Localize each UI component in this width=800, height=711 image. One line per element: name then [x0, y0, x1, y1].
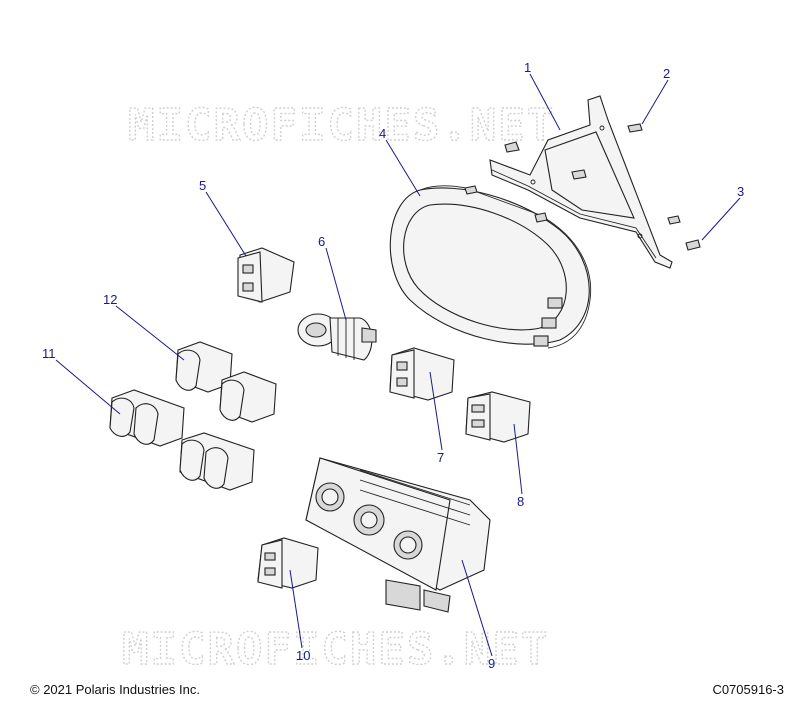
callout-5: 5 [199, 178, 206, 193]
part-10-switch [257, 537, 319, 589]
part-5-switch [237, 247, 295, 303]
part-4-instrument-cluster [389, 185, 592, 349]
watermark-top: MICROFICHES.NET [128, 100, 555, 151]
part-11-switch-pair [109, 389, 255, 491]
copyright-text: © 2021 Polaris Industries Inc. [30, 682, 200, 697]
callout-11: 11 [42, 346, 56, 361]
callout-9: 9 [488, 656, 495, 671]
part-2-screw [504, 123, 643, 180]
part-12-switches [175, 341, 277, 423]
callout-8: 8 [517, 494, 524, 509]
part-8-switch [465, 391, 531, 443]
callout-12: 12 [103, 292, 117, 307]
callout-7: 7 [437, 450, 444, 465]
callout-2: 2 [663, 66, 670, 81]
part-7-switch [389, 347, 455, 401]
callout-1: 1 [524, 60, 531, 75]
leader-lines [55, 73, 741, 657]
callout-3: 3 [737, 184, 744, 199]
callout-labels: 1 2 3 4 5 6 7 8 9 10 11 12 [42, 60, 744, 671]
part-1-bracket [489, 95, 673, 269]
callout-4: 4 [379, 126, 386, 141]
callout-10: 10 [296, 648, 310, 663]
part-3-screw [667, 215, 701, 251]
diagram-id-text: C0705916-3 [712, 682, 784, 697]
watermark-bottom: MICROFICHES.NET [122, 624, 549, 675]
callout-6: 6 [318, 234, 325, 249]
part-6-ignition-switch [297, 313, 377, 361]
part-9-control-module [305, 457, 491, 613]
